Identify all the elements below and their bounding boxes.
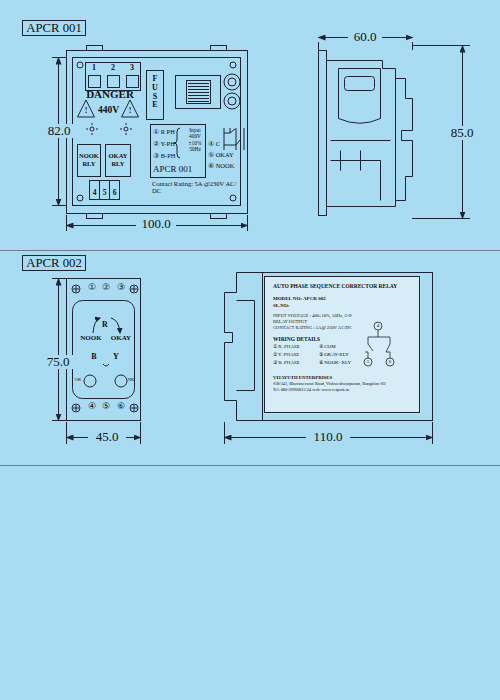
contact-rating: Contact Rating: 5A @230V AC/ DC [152,180,244,194]
terminal-number: ⑥ [114,402,128,412]
fuse-box: FUSE [146,70,164,120]
terminal-label: ⑤ OKAY [208,151,246,158]
coil-winding [188,86,209,87]
warning-symbol: ! [82,107,90,116]
phase-letter: B [89,353,99,362]
terminal-number: 4 [375,323,381,329]
node-text: #38/341, Bhuvaneswari Road, Vishweshwarp… [273,382,418,387]
node-text: FUSE [151,75,159,110]
relay-box: NOOK RLY [77,144,101,177]
node-text: ① R. PHASE [273,344,317,350]
node-text: Tel: 080-26960815/24 web: www.vetpark.in [273,388,418,393]
warning-text: DANGER [80,88,140,100]
coil-winding [188,101,209,102]
terminal-number: ② [99,283,113,293]
terminal-number: 2 [108,64,118,73]
terminal-number: ⑤ [99,402,113,412]
terminal-number: 5 [365,359,371,365]
coil-winding [188,95,209,96]
node-text: SL.NO: [273,303,363,309]
node-text: ⑤ OKAY-RLY [319,352,359,358]
terminal-number: 4 [90,189,99,197]
terminal-number: 1 [89,64,99,73]
relay-box: OKAY RLY [105,144,131,177]
dimension: 75.0 [40,355,76,369]
led-label: OK [74,378,82,383]
node-text: Input 400V ±10% 50Hz [184,127,206,153]
node-text: VIJAYUTH ENTERPRISES [273,375,413,380]
node-text: APCR 002 [23,256,85,270]
node-text: ⑥ NOOK- RLY [319,360,359,366]
terminal-info-box: ① R PH ② Y-PH ③ B-PHInput 400V ±10% 50HzAP… [150,124,206,178]
dimension: 100.0 [136,217,176,231]
node-text: NOOK RLY [78,152,100,169]
node-text: APCR 001 [23,21,85,35]
dimension: 85.0 [443,126,481,140]
node-text: WIRING DETAILS [273,336,363,342]
coil-winding [188,83,209,84]
title-box: APCR 002 [22,255,86,271]
node-text: AUTO PHASE SEQUENCE CORRECTOR RELAY [273,283,418,289]
node-text: RELAY OUTPUT [273,319,359,324]
coil-winding [188,92,209,93]
node-text: APCR 001 [153,165,205,175]
terminal-number: 6 [110,189,119,197]
dimension: 45.0 [88,430,126,444]
coil-winding [188,89,209,90]
node-text: ③ B. PHASE [273,360,317,366]
terminal-number: 6 [387,359,393,365]
node-text: ② Y-PH [153,140,181,147]
terminal-number: ④ [85,402,99,412]
node-text: ③ B-PH [153,152,181,159]
name-plate: AUTO PHASE SEQUENCE CORRECTOR RELAY MODEL… [264,276,420,413]
node-text: OKAY RLY [106,152,130,169]
phase-letter: R [100,321,110,330]
title-box: APCR 001 [22,20,86,36]
node-text: ② Y. PHASE [273,352,317,358]
indicator-label: OKAY [108,335,134,343]
warning-symbol: ! [126,107,134,116]
node-text: CONTACT RATING : 5A@ 230V AC/DC [273,325,359,330]
dimension: 110.0 [306,430,350,444]
terminal-number: 5 [100,189,109,197]
terminal-label: ⑥ NOOK [208,162,246,169]
node-text: MODEL NO: APCR 002 [273,296,363,302]
node-text: ④ COM [319,344,359,350]
dimension: 60.0 [348,30,382,44]
dimension: 82.0 [42,124,76,138]
terminal-label: ④ C [208,140,246,147]
terminal-number: 3 [127,64,137,73]
coil-winding [188,98,209,99]
node-text: ① R PH [153,128,181,135]
indicator-label: NOOK [78,335,104,343]
warning-text: 440V [95,105,122,115]
led-label: NK [127,378,135,383]
terminal-number: ① [85,283,99,293]
node-text: INPUT VOLTAGE : 400±10%, 50Hz, 3-Φ [273,313,359,318]
terminal-number: ③ [114,283,128,293]
phase-letter: Y [111,353,121,362]
